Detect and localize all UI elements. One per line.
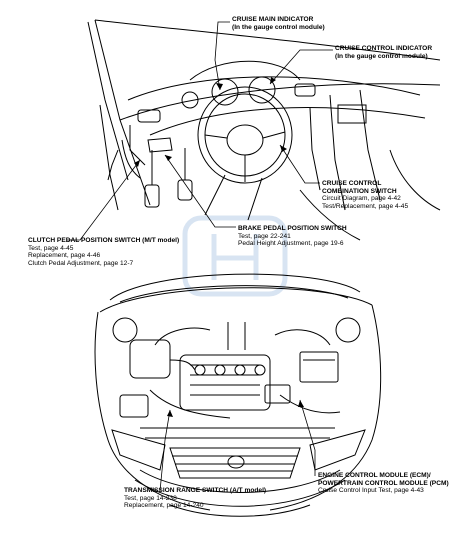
brake-switch-title: BRAKE PEDAL POSITION SWITCH xyxy=(238,225,347,232)
clutch-switch-test: Test, page 4-45 xyxy=(28,244,74,252)
cruise-main-indicator-label: CRUISE MAIN INDICATOR (In the gauge cont… xyxy=(232,16,325,31)
ecm-title-1: ENGINE CONTROL MODULE (ECM)/ xyxy=(318,472,431,479)
clutch-switch-label: CLUTCH PEDAL POSITION SWITCH (M/T model)… xyxy=(28,237,179,267)
ecm-label: ENGINE CONTROL MODULE (ECM)/ POWERTRAIN … xyxy=(318,472,449,495)
combination-switch-label: CRUISE CONTROL COMBINATION SWITCH Circui… xyxy=(322,180,408,210)
cruise-main-indicator-title: CRUISE MAIN INDICATOR xyxy=(232,16,314,23)
transmission-switch-title: TRANSMISSION RANGE SWITCH (A/T model) xyxy=(124,487,267,494)
dashboard-drawing xyxy=(87,19,441,241)
cruise-control-indicator-label: CRUISE CONTROL INDICATOR (In the gauge c… xyxy=(335,45,432,60)
combination-switch-circuit: Circuit Diagram, page 4-42 xyxy=(322,195,401,203)
transmission-switch-label: TRANSMISSION RANGE SWITCH (A/T model) Te… xyxy=(124,487,266,510)
clutch-switch-replacement: Replacement, page 4-46 xyxy=(28,252,101,260)
leader-lines xyxy=(67,21,333,492)
watermark-logo xyxy=(182,215,288,297)
brake-switch-label: BRAKE PEDAL POSITION SWITCH Test, page 2… xyxy=(238,225,347,248)
transmission-switch-test: Test, page 14-238 xyxy=(124,494,177,502)
cruise-control-indicator-title: CRUISE CONTROL INDICATOR xyxy=(335,45,433,52)
brake-switch-adjustment: Pedal Height Adjustment, page 19-6 xyxy=(238,240,344,248)
combination-switch-title-2: COMBINATION SWITCH xyxy=(322,187,397,195)
clutch-switch-adjustment: Clutch Pedal Adjustment, page 12-7 xyxy=(28,259,134,267)
combination-switch-test: Test/Replacement, page 4-45 xyxy=(322,202,409,210)
clutch-switch-title: CLUTCH PEDAL POSITION SWITCH (M/T model) xyxy=(28,237,180,244)
cruise-control-indicator-sub: (In the gauge control module) xyxy=(335,52,428,60)
transmission-switch-replacement: Replacement, page 14-240 xyxy=(124,502,204,510)
combination-switch-title-1: CRUISE CONTROL xyxy=(322,180,382,187)
ecm-title-2: POWERTRAIN CONTROL MODULE (PCM) xyxy=(318,479,449,487)
brake-switch-test: Test, page 22-241 xyxy=(238,232,291,240)
ecm-input-test: Cruise Control Input Test, page 4-43 xyxy=(318,487,424,495)
leader-arrowheads xyxy=(134,77,304,417)
engine-bay-drawing xyxy=(94,273,382,517)
cruise-main-indicator-sub: (In the gauge control module) xyxy=(232,23,325,31)
